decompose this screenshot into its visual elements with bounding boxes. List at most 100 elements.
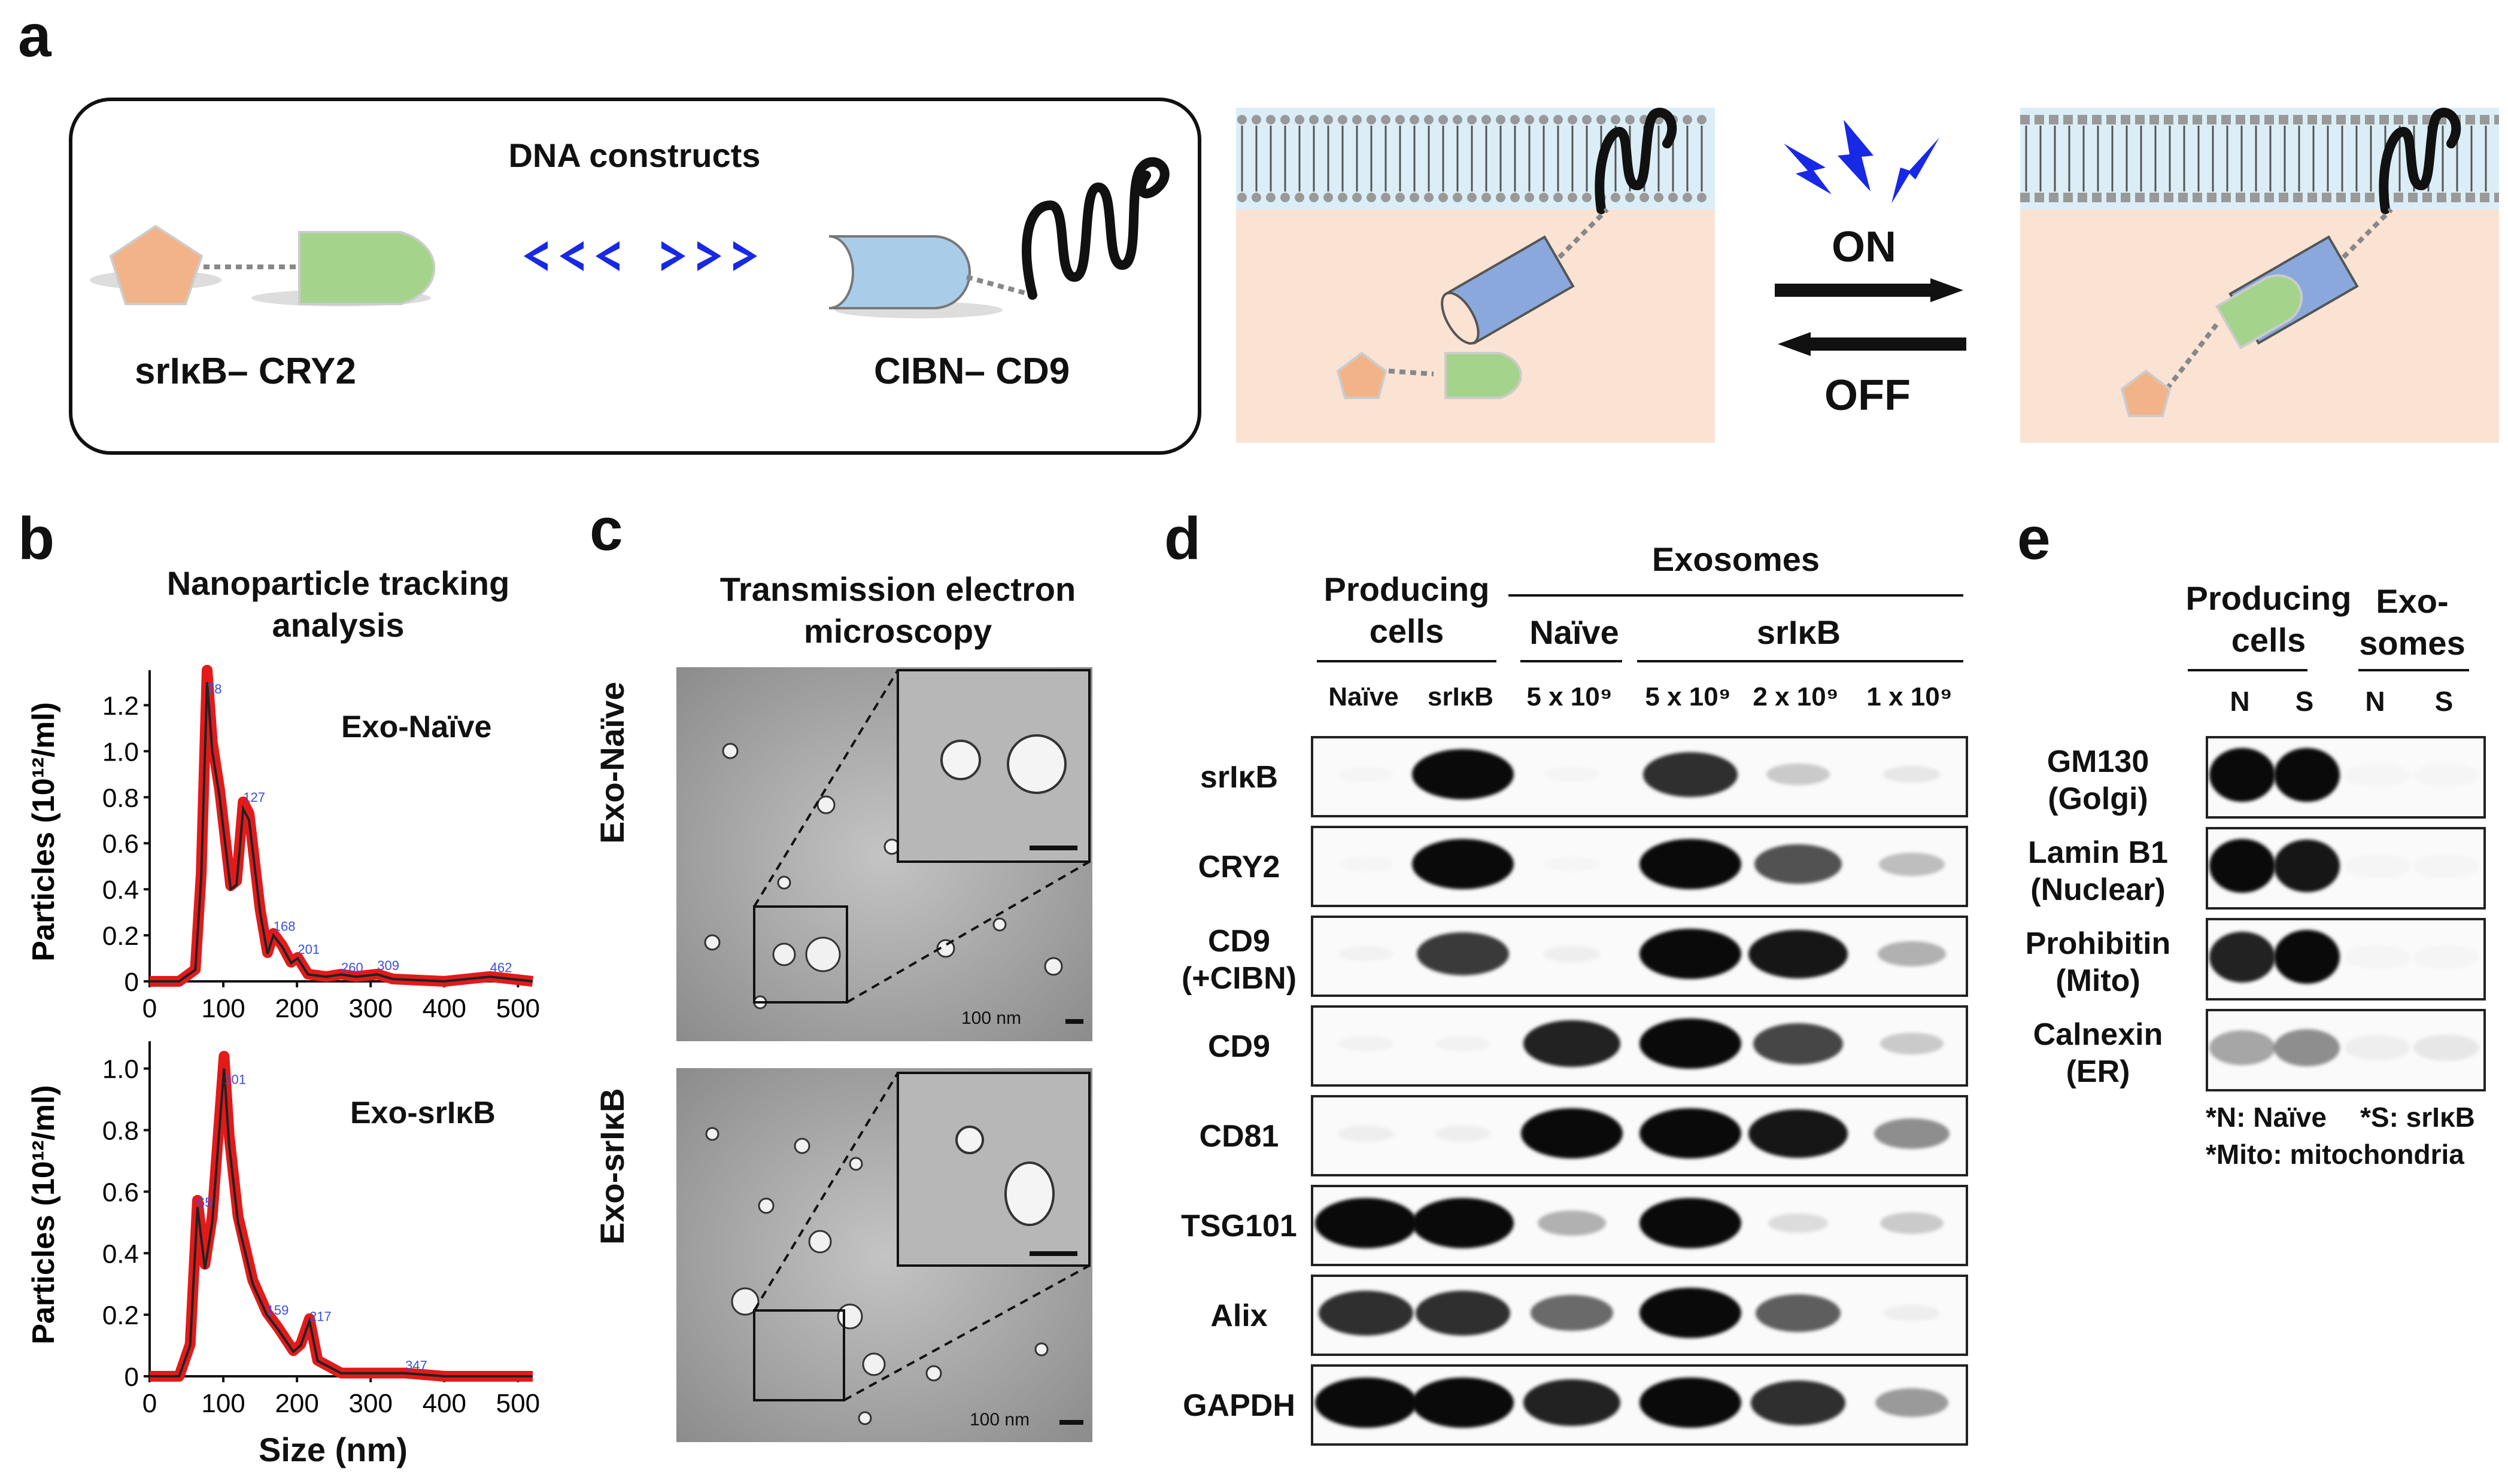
blot-d-band [1338,1036,1393,1051]
membrane-on-diagram [2020,108,2499,443]
nta-bottom-x-tick-label: 200 [275,1389,318,1418]
blot-e-band [2345,763,2410,787]
nta-bottom-x-tick-label: 400 [423,1389,466,1418]
blot-e-band [2274,930,2340,984]
off-label: OFF [1824,372,1911,419]
e-producing-line2: cells [2231,621,2306,659]
blot-d-band [1338,1125,1394,1142]
panel-a-label: a [18,2,51,69]
blot-d-band [1523,1379,1620,1426]
blot-d-row-label: TSG101 [1181,1209,1297,1243]
panel-c-title-line2: microscopy [803,612,992,650]
exosomes-rule [1508,594,1963,597]
blot-d-band [1754,844,1842,884]
blot-d-lane-label: 1 x 10⁹ [1866,682,1953,711]
blot-d-band [1412,749,1514,799]
nta-bottom-x-tick-label: 500 [496,1389,540,1418]
nta-bottom-peak-label: 217 [309,1309,332,1324]
blot-e-strip [2206,827,2486,910]
blot-d-strip [1311,736,1968,817]
blot-e-row-label: Calnexin(ER) [2033,1017,2163,1090]
panel-c-title-line1: Transmission electron [719,570,1076,608]
nta-top-x-tick-label: 100 [201,994,245,1023]
blot-d-band [1878,941,1946,966]
panel-b-title-line2: analysis [272,606,405,644]
blot-d-lane-label: 5 x 10⁹ [1526,682,1613,711]
blot-d-row-label: CD9(+CIBN) [1181,924,1297,996]
nta-top-peak-label: 462 [490,960,512,975]
blot-e-lane-label: N [2230,686,2250,717]
blot-d-band [1875,1388,1948,1417]
producing-line2: cells [1369,612,1444,650]
blot-d-band [1544,945,1600,962]
membrane-off-diagram [1236,108,1715,443]
note-n: *N: Naïve [2206,1102,2327,1133]
blot-d-band [1538,1211,1606,1236]
on-off-arrows [1775,278,1966,356]
exo-sr-rule [1637,660,1963,662]
blot-d-band [1544,767,1599,781]
blot-d-band [1766,764,1830,785]
nta-top-peak-label: 168 [274,919,296,933]
blot-d-band [1319,1290,1413,1336]
blot-e-band [2274,840,2340,892]
panel-e-producing-header: Producing cells [2179,577,2358,661]
panel-e-exo-header: Exo- somes [2346,580,2478,664]
blot-d-band [1412,1377,1514,1428]
blot-e-row-label: GM130(Golgi) [2047,744,2149,817]
blot-d-band [1544,856,1599,871]
tem-top-scale: 100 nm [961,1008,1022,1028]
nta-top-y-tick-label: 0.2 [102,922,139,951]
blot-e-band [2413,945,2479,969]
nta-bottom-x-tick-label: 0 [142,1389,157,1418]
interaction-arrows [524,241,757,271]
blot-d-lane-label: Naïve [1328,682,1399,711]
blot-d-band [1882,765,1941,783]
blot-d-band [1435,1036,1490,1051]
nta-bottom-peak-label: 65 [198,1195,212,1210]
nta-bottom-series-name: Exo-srIκB [350,1096,496,1130]
blot-d-band [1874,1118,1950,1149]
nta-top-x-tick-label: 0 [142,994,157,1023]
blot-d-band [1412,839,1514,889]
blot-e-band [2209,1030,2275,1065]
blot-d-band [1531,1295,1613,1331]
sriκb-pentagon-shape [109,224,204,305]
blot-e-band [2209,931,2275,983]
blot-d-strip [1311,826,1968,907]
blot-d-band [1338,767,1393,781]
blot-e-band [2209,839,2275,893]
nta-bottom-peak-label: 347 [405,1358,427,1373]
blot-d-band [1435,1125,1491,1142]
nta-bottom-y-tick-label: 0.2 [102,1301,139,1330]
cibn-shape [828,235,971,309]
nta-top-x-tick-label: 200 [275,994,318,1023]
panel-d-label: d [1164,505,1201,572]
dna-constructs-box [69,98,1201,455]
nta-top-y-tick-label: 0.4 [102,875,139,905]
panel-c-label: c [590,496,623,563]
note-mito: *Mito: mitochondria [2206,1139,2464,1170]
nta-bottom-y-tick-label: 0 [125,1363,139,1392]
e-producing-rule [2188,669,2307,671]
exo-naive-rule [1520,660,1622,662]
blot-d-band [1639,1198,1741,1248]
blot-e-band [2345,854,2410,878]
panel-b-label: b [18,505,55,572]
blot-d-row-label: CRY2 [1198,850,1280,884]
producing-rule [1317,660,1496,662]
blot-e-row-label: Lamin B1(Nuclear) [2027,835,2169,908]
blot-d-row-label: srIκB [1200,760,1279,795]
nta-top-y-tick-label: 1.0 [102,737,139,767]
nta-top-peak-label: 260 [341,960,363,975]
nta-bottom-x-tick-label: 300 [349,1389,393,1418]
blot-d-band [1416,1290,1510,1336]
exo-naive-group-header: Naïve [1529,613,1619,651]
nta-bottom-y-tick-label: 0.6 [102,1178,139,1207]
nta-bottom-peak-label: 159 [267,1303,289,1318]
blot-d-band [1639,1108,1741,1158]
nta-bottom-y-tick-label: 0.8 [102,1117,139,1146]
blot-d-row-label: CD81 [1199,1119,1279,1154]
blot-e-band [2345,1035,2410,1061]
e-exo-line1: Exo- [2376,582,2449,620]
